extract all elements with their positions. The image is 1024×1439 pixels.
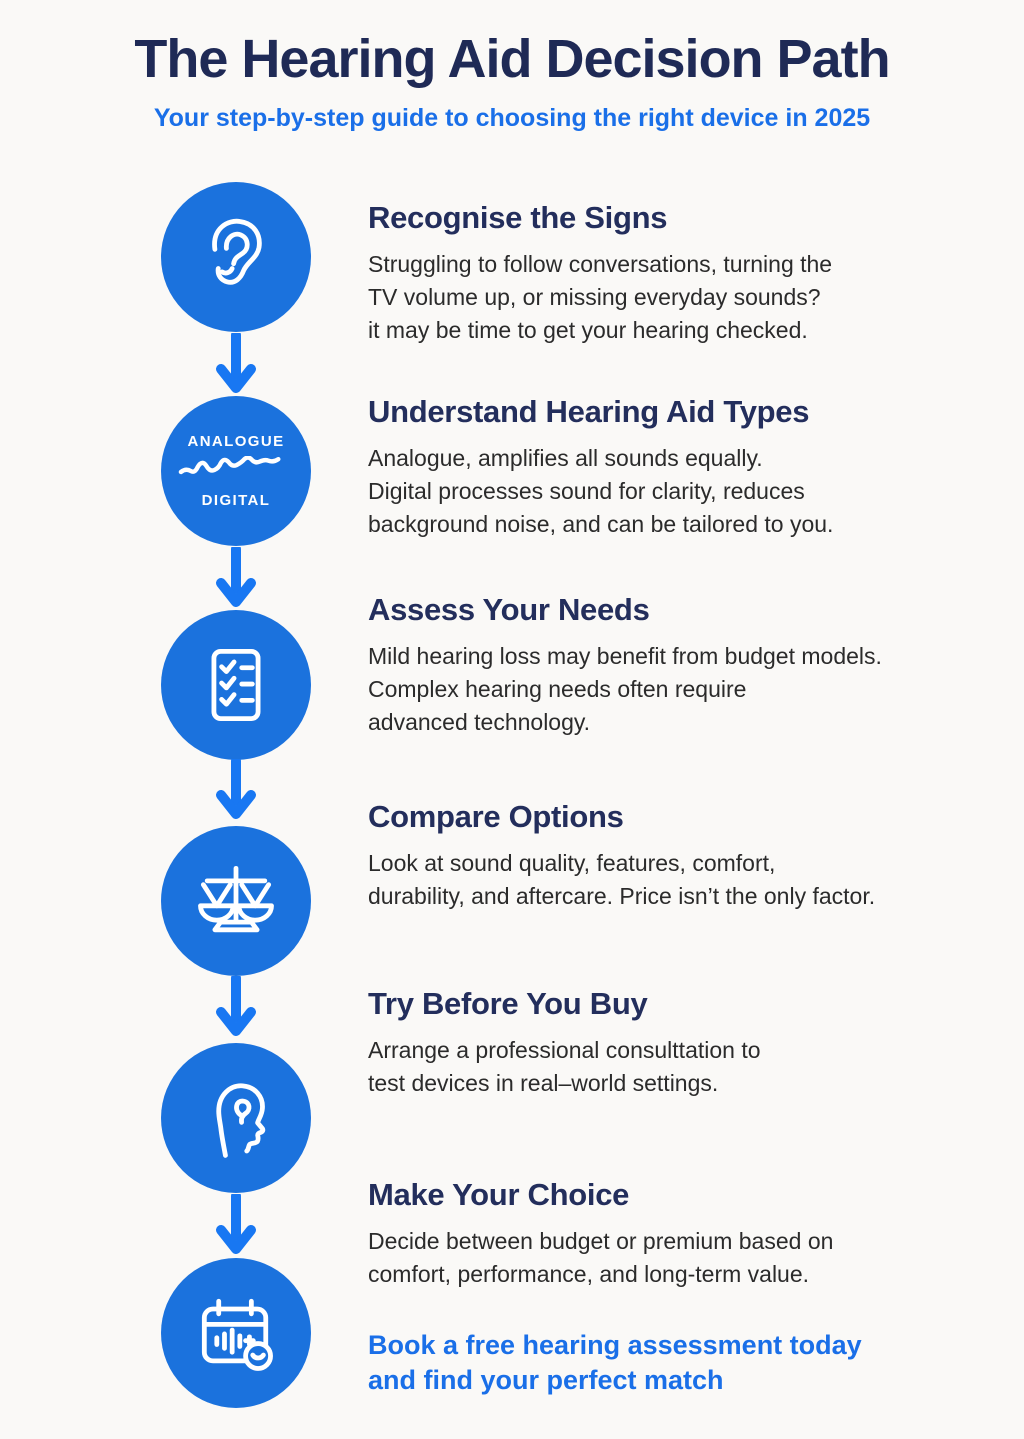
- flow-arrow-down-icon: [216, 333, 256, 393]
- step-circle-4: [161, 826, 311, 976]
- step-5: Try Before You Buy Arrange a professiona…: [368, 984, 958, 1100]
- step-4-title: Compare Options: [368, 799, 624, 834]
- step-5-title: Try Before You Buy: [368, 986, 648, 1021]
- analogue-digital-wave-icon: [178, 456, 281, 475]
- page-subtitle: Your step-by-step guide to choosing the …: [153, 104, 871, 132]
- page-title: The Hearing Aid Decision Path: [134, 29, 890, 89]
- step-circle-3: [161, 610, 311, 760]
- step-2-title: Understand Hearing Aid Types: [368, 394, 810, 429]
- flow-arrow-down-icon: [216, 976, 256, 1036]
- step-4-body: Look at sound quality, features, comfort…: [368, 850, 876, 909]
- step-1-title: Recognise the Signs: [368, 200, 668, 235]
- head-profile-icon: [216, 1083, 266, 1158]
- flow-arrow-down-icon: [216, 1194, 256, 1254]
- digital-label: DIGITAL: [201, 492, 271, 509]
- step-1-body: Struggling to follow conversations, turn…: [368, 251, 833, 343]
- flow-arrow-down-icon: [216, 759, 256, 819]
- flow-arrow-down-icon: [216, 547, 256, 607]
- checklist-icon: [211, 649, 261, 721]
- step-3: Assess Your Needs Mild hearing loss may …: [368, 590, 958, 739]
- step-6-title: Make Your Choice: [368, 1177, 630, 1212]
- balance-scale-icon: [198, 865, 274, 933]
- step-6: Make Your Choice Decide between budget o…: [368, 1175, 958, 1291]
- step-2: Understand Hearing Aid Types Analogue, a…: [368, 392, 958, 541]
- ear-icon: [212, 218, 262, 285]
- step-circle-6: [161, 1258, 311, 1408]
- step-3-body: Mild hearing loss may benefit from budge…: [368, 643, 882, 735]
- step-4: Compare Options Look at sound quality, f…: [368, 797, 958, 913]
- step-circle-5: [161, 1043, 311, 1193]
- step-6-body: Decide between budget or premium based o…: [368, 1228, 834, 1287]
- step-2-body: Analogue, amplifies all sounds equally. …: [368, 445, 834, 537]
- step-5-body: Arrange a professional consulttation to …: [368, 1037, 761, 1096]
- step-circle-2: ANALOGUE DIGITAL: [161, 396, 311, 546]
- calendar-booking-icon: [201, 1298, 273, 1371]
- analogue-label: ANALOGUE: [187, 433, 285, 450]
- step-3-title: Assess Your Needs: [368, 592, 650, 627]
- step-1: Recognise the Signs Struggling to follow…: [368, 198, 958, 347]
- cta-text: Book a free hearing assessment today and…: [368, 1330, 862, 1395]
- step-circle-1: [161, 182, 311, 332]
